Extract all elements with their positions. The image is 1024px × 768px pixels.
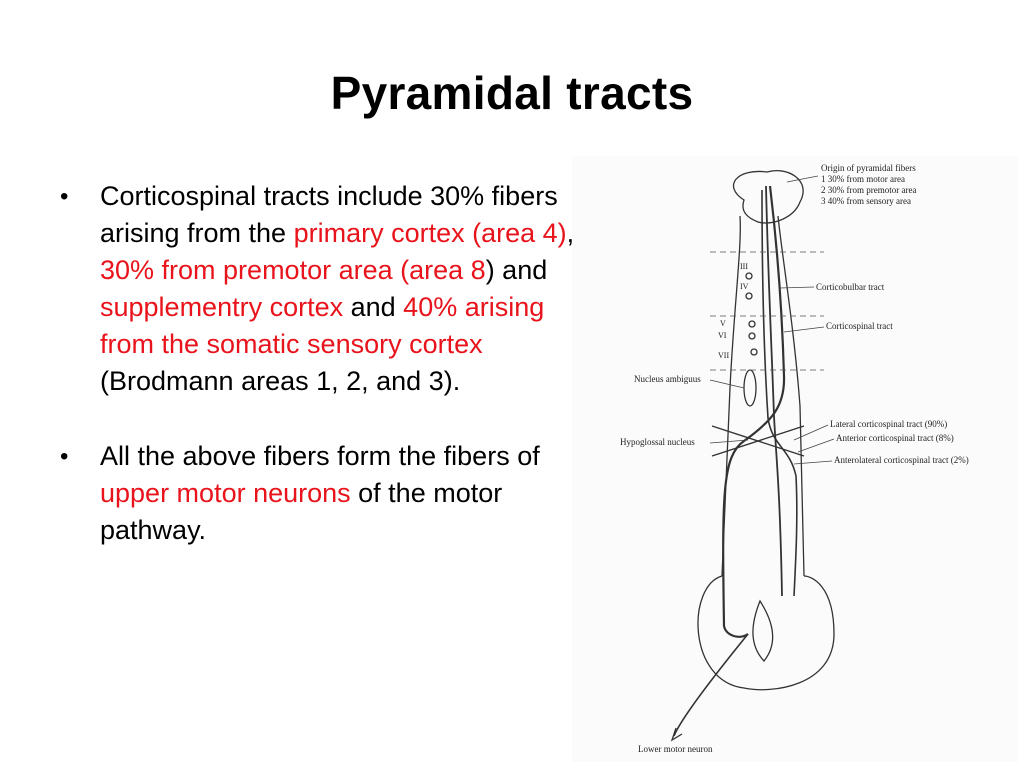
anterolateral-corticospinal-fiber <box>761 189 798 597</box>
nucleus-v <box>748 320 756 328</box>
label-nucleus-ambiguus: Nucleus ambiguus <box>634 374 701 384</box>
nucleus-vi <box>748 332 756 340</box>
bullet-dot-icon: • <box>60 443 69 470</box>
label-roman-vi: VI <box>718 331 727 340</box>
label-roman-vii: VII <box>718 351 729 360</box>
label-origin-title: Origin of pyramidal fibers <box>821 163 916 173</box>
brainstem-outline <box>729 215 801 407</box>
leader-hypoglossal <box>709 439 749 444</box>
leader-corticobulbar <box>779 286 815 289</box>
label-lateral-corticospinal: Lateral corticospinal tract (90%) <box>830 419 947 429</box>
leader-lateral <box>793 424 829 441</box>
bullet-item-corticospinal: • Corticospinal tracts include 30% fiber… <box>58 178 578 400</box>
label-hypoglossal: Hypoglossal nucleus <box>620 437 695 447</box>
label-origin-3: 3 40% from sensory area <box>821 196 911 206</box>
nucleus-iv <box>745 292 753 300</box>
label-corticospinal: Corticospinal tract <box>826 321 893 331</box>
pyramidal-decussation <box>711 425 805 457</box>
highlight-primary-cortex: primary cortex (area 4) <box>293 218 567 248</box>
highlight-sensory-cortex: 40% arising from the somatic sensory cor… <box>100 292 545 359</box>
label-roman-iv: IV <box>740 282 749 291</box>
bullet-dot-icon: • <box>60 183 69 210</box>
bullet-text: Corticospinal tracts include 30% fibers … <box>100 181 558 248</box>
anterior-corticospinal-fiber <box>765 185 783 597</box>
nucleus-vii <box>750 348 758 356</box>
cerebral-cortex-outline <box>732 170 804 224</box>
nucleus-iii <box>745 272 753 280</box>
pyramidal-tract-diagram: Origin of pyramidal fibers 1 30% from mo… <box>572 156 1018 762</box>
spinal-segment-outline <box>697 575 835 691</box>
bullet-text: ) and <box>485 255 548 285</box>
label-corticobulbar: Corticobulbar tract <box>816 282 885 292</box>
bullet-list: • Corticospinal tracts include 30% fiber… <box>58 178 578 549</box>
leader-anterolateral <box>793 460 833 465</box>
label-origin-1: 1 30% from motor area <box>821 174 905 184</box>
label-origin-2: 2 30% from premotor area <box>821 185 916 195</box>
label-anterolateral-corticospinal: Anterolateral corticospinal tract (2%) <box>834 455 969 465</box>
bullet-text: of the motor pathway. <box>100 478 503 545</box>
highlight-upper-motor-neurons: upper motor neurons <box>100 478 351 508</box>
leader-anterior <box>797 438 835 453</box>
label-lower-motor-neuron: Lower motor neuron <box>638 744 713 754</box>
label-roman-iii: III <box>740 262 748 271</box>
gray-matter-outline <box>752 599 774 662</box>
highlight-premotor-area: 30% from premotor area (area 8 <box>100 255 486 285</box>
bullet-text: All the above fibers form the fibers of <box>100 441 540 471</box>
highlight-supplementary-cortex: supplementry cortex <box>100 292 344 322</box>
lower-motor-neuron-axon <box>673 633 749 737</box>
diagram-background <box>572 156 1018 762</box>
lateral-corticospinal-fiber <box>722 185 786 638</box>
label-roman-v: V <box>720 319 726 328</box>
slide-title: Pyramidal tracts <box>330 67 694 119</box>
bullet-text: , <box>566 218 575 248</box>
leader-nucleus-ambiguus <box>709 379 745 389</box>
label-anterior-corticospinal: Anterior corticospinal tract (8%) <box>836 433 954 443</box>
lower-motor-neuron-arrowhead <box>670 727 683 742</box>
leader-corticospinal <box>783 326 825 333</box>
diagram-svg: Origin of pyramidal fibers 1 30% from mo… <box>572 156 1018 762</box>
bullet-item-upper-motor-neurons: • All the above fibers form the fibers o… <box>58 438 578 549</box>
bullet-text: (Brodmann areas 1, 2, and 3). <box>100 366 461 396</box>
leader-origin <box>786 175 819 183</box>
bullet-text: and <box>343 292 404 322</box>
